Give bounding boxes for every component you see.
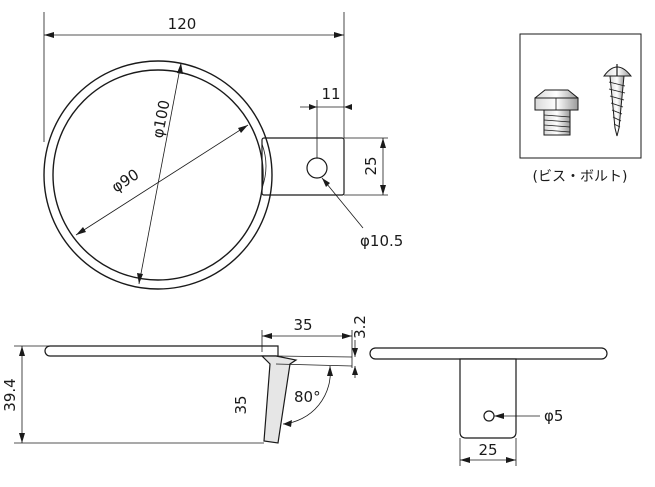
- hardware-frame: [519, 33, 642, 159]
- front-tab-hole: [483, 410, 495, 422]
- arrowhead: [19, 433, 25, 443]
- arrowhead: [380, 138, 386, 148]
- height-label: 39.4: [1, 378, 19, 411]
- arrowhead: [506, 457, 516, 463]
- tab-width-label: 25: [478, 441, 497, 459]
- ring-profile-bar: [44, 345, 279, 357]
- arrowhead: [380, 185, 386, 195]
- side-view: 35 3.2 39.4 35 80°: [1, 315, 369, 444]
- leg-length-label: 35: [232, 395, 250, 414]
- arrowhead: [327, 366, 333, 376]
- tab-length-label: 35: [293, 316, 312, 334]
- inner-diameter-label: φ90: [108, 165, 142, 196]
- arrowhead: [344, 104, 352, 110]
- front-ring-bar: [369, 347, 608, 360]
- mounting-tab: [261, 137, 345, 196]
- hex-bolt-icon: [534, 89, 579, 136]
- inner-diameter-line: [75, 124, 249, 236]
- arrowhead: [352, 348, 358, 357]
- front-tab: [459, 358, 517, 439]
- thickness-label: 3.2: [351, 315, 369, 339]
- wood-screw-icon: [603, 64, 633, 137]
- outer-diameter-line: [138, 62, 182, 285]
- arrowhead: [342, 333, 352, 339]
- arrowhead: [322, 178, 330, 187]
- arrowhead: [137, 273, 143, 284]
- ring-inner-edge: [52, 69, 264, 281]
- ring-outer-edge: [43, 60, 273, 290]
- hole-diameter-label: φ10.5: [360, 232, 403, 250]
- front-hole-label: φ5: [544, 407, 563, 425]
- hardware-box: (ビス・ボルト): [519, 33, 642, 185]
- arrowhead: [238, 125, 248, 133]
- tab-bottom-ref: [275, 363, 353, 367]
- hardware-caption: (ビス・ボルト): [533, 169, 628, 185]
- tab-top-ref: [275, 355, 353, 358]
- arrowhead: [352, 366, 358, 375]
- bent-tab-profile: [260, 355, 298, 444]
- arrowhead: [494, 413, 504, 419]
- angle-label: 80°: [294, 388, 321, 406]
- arrowhead: [177, 63, 183, 74]
- tab-hole: [306, 157, 328, 179]
- arrowhead: [334, 32, 344, 38]
- arrowhead: [309, 104, 317, 110]
- offset-dim-label: 11: [321, 85, 340, 103]
- top-view: 120 φ100 φ90 11 25 φ10.5: [43, 12, 403, 290]
- hole-leader-line: [321, 177, 364, 229]
- width-dim-label: 120: [168, 15, 197, 33]
- front-view: φ5 25: [369, 347, 608, 466]
- arrowhead: [460, 457, 470, 463]
- arrowhead: [19, 346, 25, 356]
- arrowhead: [262, 333, 272, 339]
- arrowhead: [44, 32, 54, 38]
- arrowhead: [283, 420, 292, 427]
- tab-height-label: 25: [362, 156, 380, 175]
- outer-diameter-label: φ100: [149, 98, 174, 139]
- arrowhead: [76, 227, 86, 235]
